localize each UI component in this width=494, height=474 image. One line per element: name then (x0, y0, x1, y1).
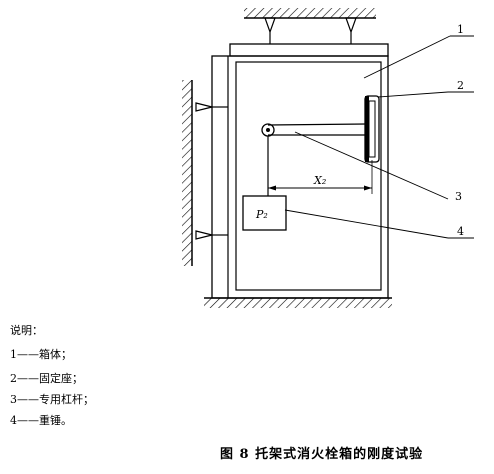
x2-dimension: X₂ (268, 160, 373, 194)
legend-item-1: 1——箱体； (10, 348, 72, 361)
legend-item-4: 4——重锤。 (10, 414, 72, 427)
special-lever (261, 123, 367, 196)
fixing-seat (364, 95, 380, 163)
callout-3: 3 (455, 190, 462, 203)
floor (204, 297, 392, 308)
left-wall (182, 80, 228, 266)
legend-item-2: 2——固定座； (10, 372, 83, 385)
callout-leaders (284, 35, 474, 239)
callout-1: 1 (457, 23, 464, 36)
x2-label: X₂ (313, 174, 326, 187)
cabinet-top-rail (229, 43, 389, 57)
p2-label: P₂ (255, 208, 268, 221)
figure-caption: 图 8 托架式消火栓箱的刚度试验 (220, 447, 424, 462)
legend-title: 说明： (10, 324, 43, 337)
callout-2: 2 (457, 79, 464, 92)
callout-4: 4 (457, 225, 464, 238)
cabinet-box (211, 55, 389, 299)
ceiling-support (244, 8, 376, 44)
heavy-weight: P₂ (242, 195, 287, 231)
legend-item-3: 3——专用杠杆； (10, 393, 94, 406)
